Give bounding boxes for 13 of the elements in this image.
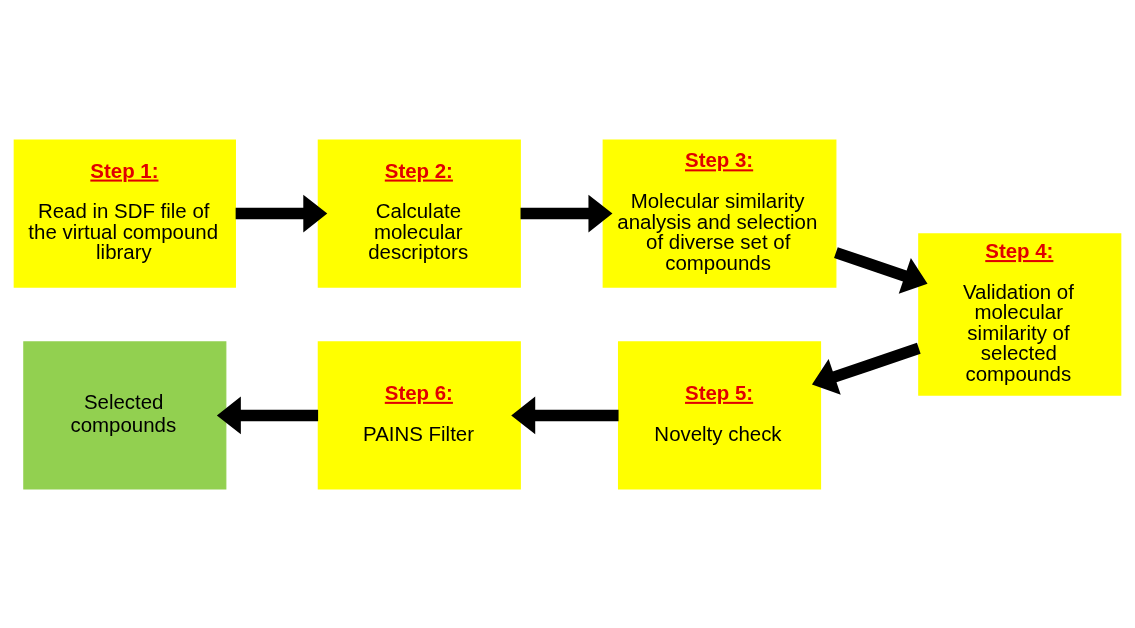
arrow [216, 396, 319, 434]
arrow [235, 194, 328, 232]
arrow [811, 342, 921, 395]
arrow [834, 246, 928, 294]
node-box: Step 5: Novelty check [617, 340, 822, 490]
node-box: Selected compounds [23, 340, 227, 490]
node-box: Step 4: Validation of molecular similarity of selected compounds [918, 232, 1122, 396]
node-box: Step 1: Read in SDF file of the virtual compound library [13, 138, 236, 288]
node-box: Step 6: PAINS Filter [317, 340, 521, 490]
node-box: Step 3: Molecular similarity analysis and selection of diverse set of compounds [602, 138, 837, 288]
node-box: Step 2: Calculate molecular descriptors [317, 138, 521, 288]
arrow [511, 396, 619, 434]
arrow [520, 194, 613, 232]
